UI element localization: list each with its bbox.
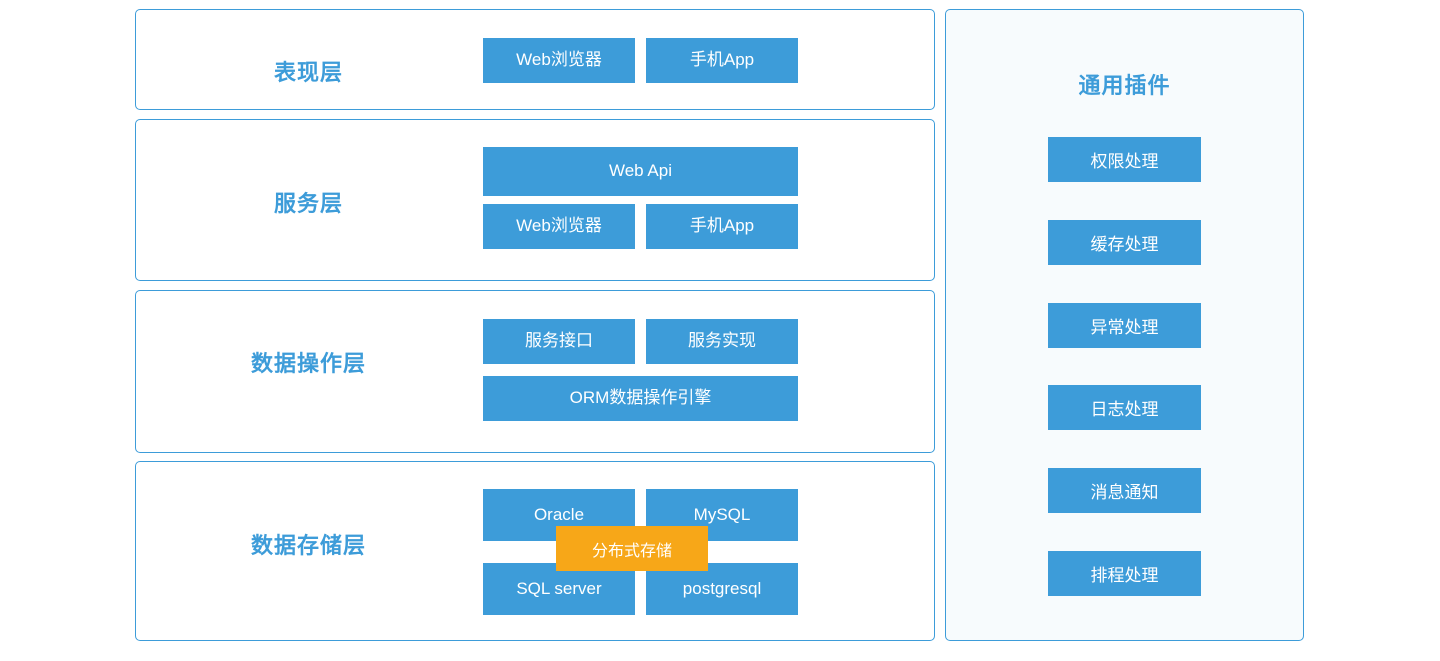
layer-blocks-service: Web Api Web浏览器 手机App [481,120,936,280]
layer-panel-data-operation: 数据操作层 服务接口 服务实现 ORM数据操作引擎 [135,290,935,453]
plugins-panel: 通用插件 权限处理 缓存处理 异常处理 日志处理 消息通知 排程处理 [945,9,1304,641]
layer-panel-data-storage: 数据存储层 Oracle MySQL SQL server postgresql… [135,461,935,641]
layer-blocks-presentation: Web浏览器 手机App [481,10,936,109]
block-mobile-app-presentation[interactable]: 手机App [646,38,798,83]
layer-label-presentation: 表现层 [273,60,343,85]
layer-panel-service: 服务层 Web Api Web浏览器 手机App [135,119,935,281]
block-postgresql[interactable]: postgresql [646,563,798,615]
layer-blocks-data-operation: 服务接口 服务实现 ORM数据操作引擎 [481,291,936,452]
block-service-implementation[interactable]: 服务实现 [646,319,798,364]
layer-panel-presentation: 表现层 Web浏览器 手机App [135,9,935,110]
block-web-api[interactable]: Web Api [483,147,798,196]
plugin-message-notification[interactable]: 消息通知 [1048,468,1201,513]
plugins-panel-title: 通用插件 [1078,73,1171,98]
plugin-scheduling-handling[interactable]: 排程处理 [1048,551,1201,596]
plugin-logging-handling[interactable]: 日志处理 [1048,385,1201,430]
plugin-permission-handling[interactable]: 权限处理 [1048,137,1201,182]
layer-label-data-storage: 数据存储层 [250,533,366,558]
block-web-browser-service[interactable]: Web浏览器 [483,204,635,249]
block-orm-engine[interactable]: ORM数据操作引擎 [483,376,798,421]
block-sql-server[interactable]: SQL server [483,563,635,615]
plugin-cache-handling[interactable]: 缓存处理 [1048,220,1201,265]
block-service-interface[interactable]: 服务接口 [483,319,635,364]
layer-label-data-operation: 数据操作层 [250,351,366,376]
block-web-browser-presentation[interactable]: Web浏览器 [483,38,635,83]
plugin-exception-handling[interactable]: 异常处理 [1048,303,1201,348]
block-distributed-storage[interactable]: 分布式存储 [556,526,708,571]
block-mobile-app-service[interactable]: 手机App [646,204,798,249]
layer-blocks-data-storage: Oracle MySQL SQL server postgresql 分布式存储 [481,462,936,640]
layer-label-service: 服务层 [273,191,343,216]
